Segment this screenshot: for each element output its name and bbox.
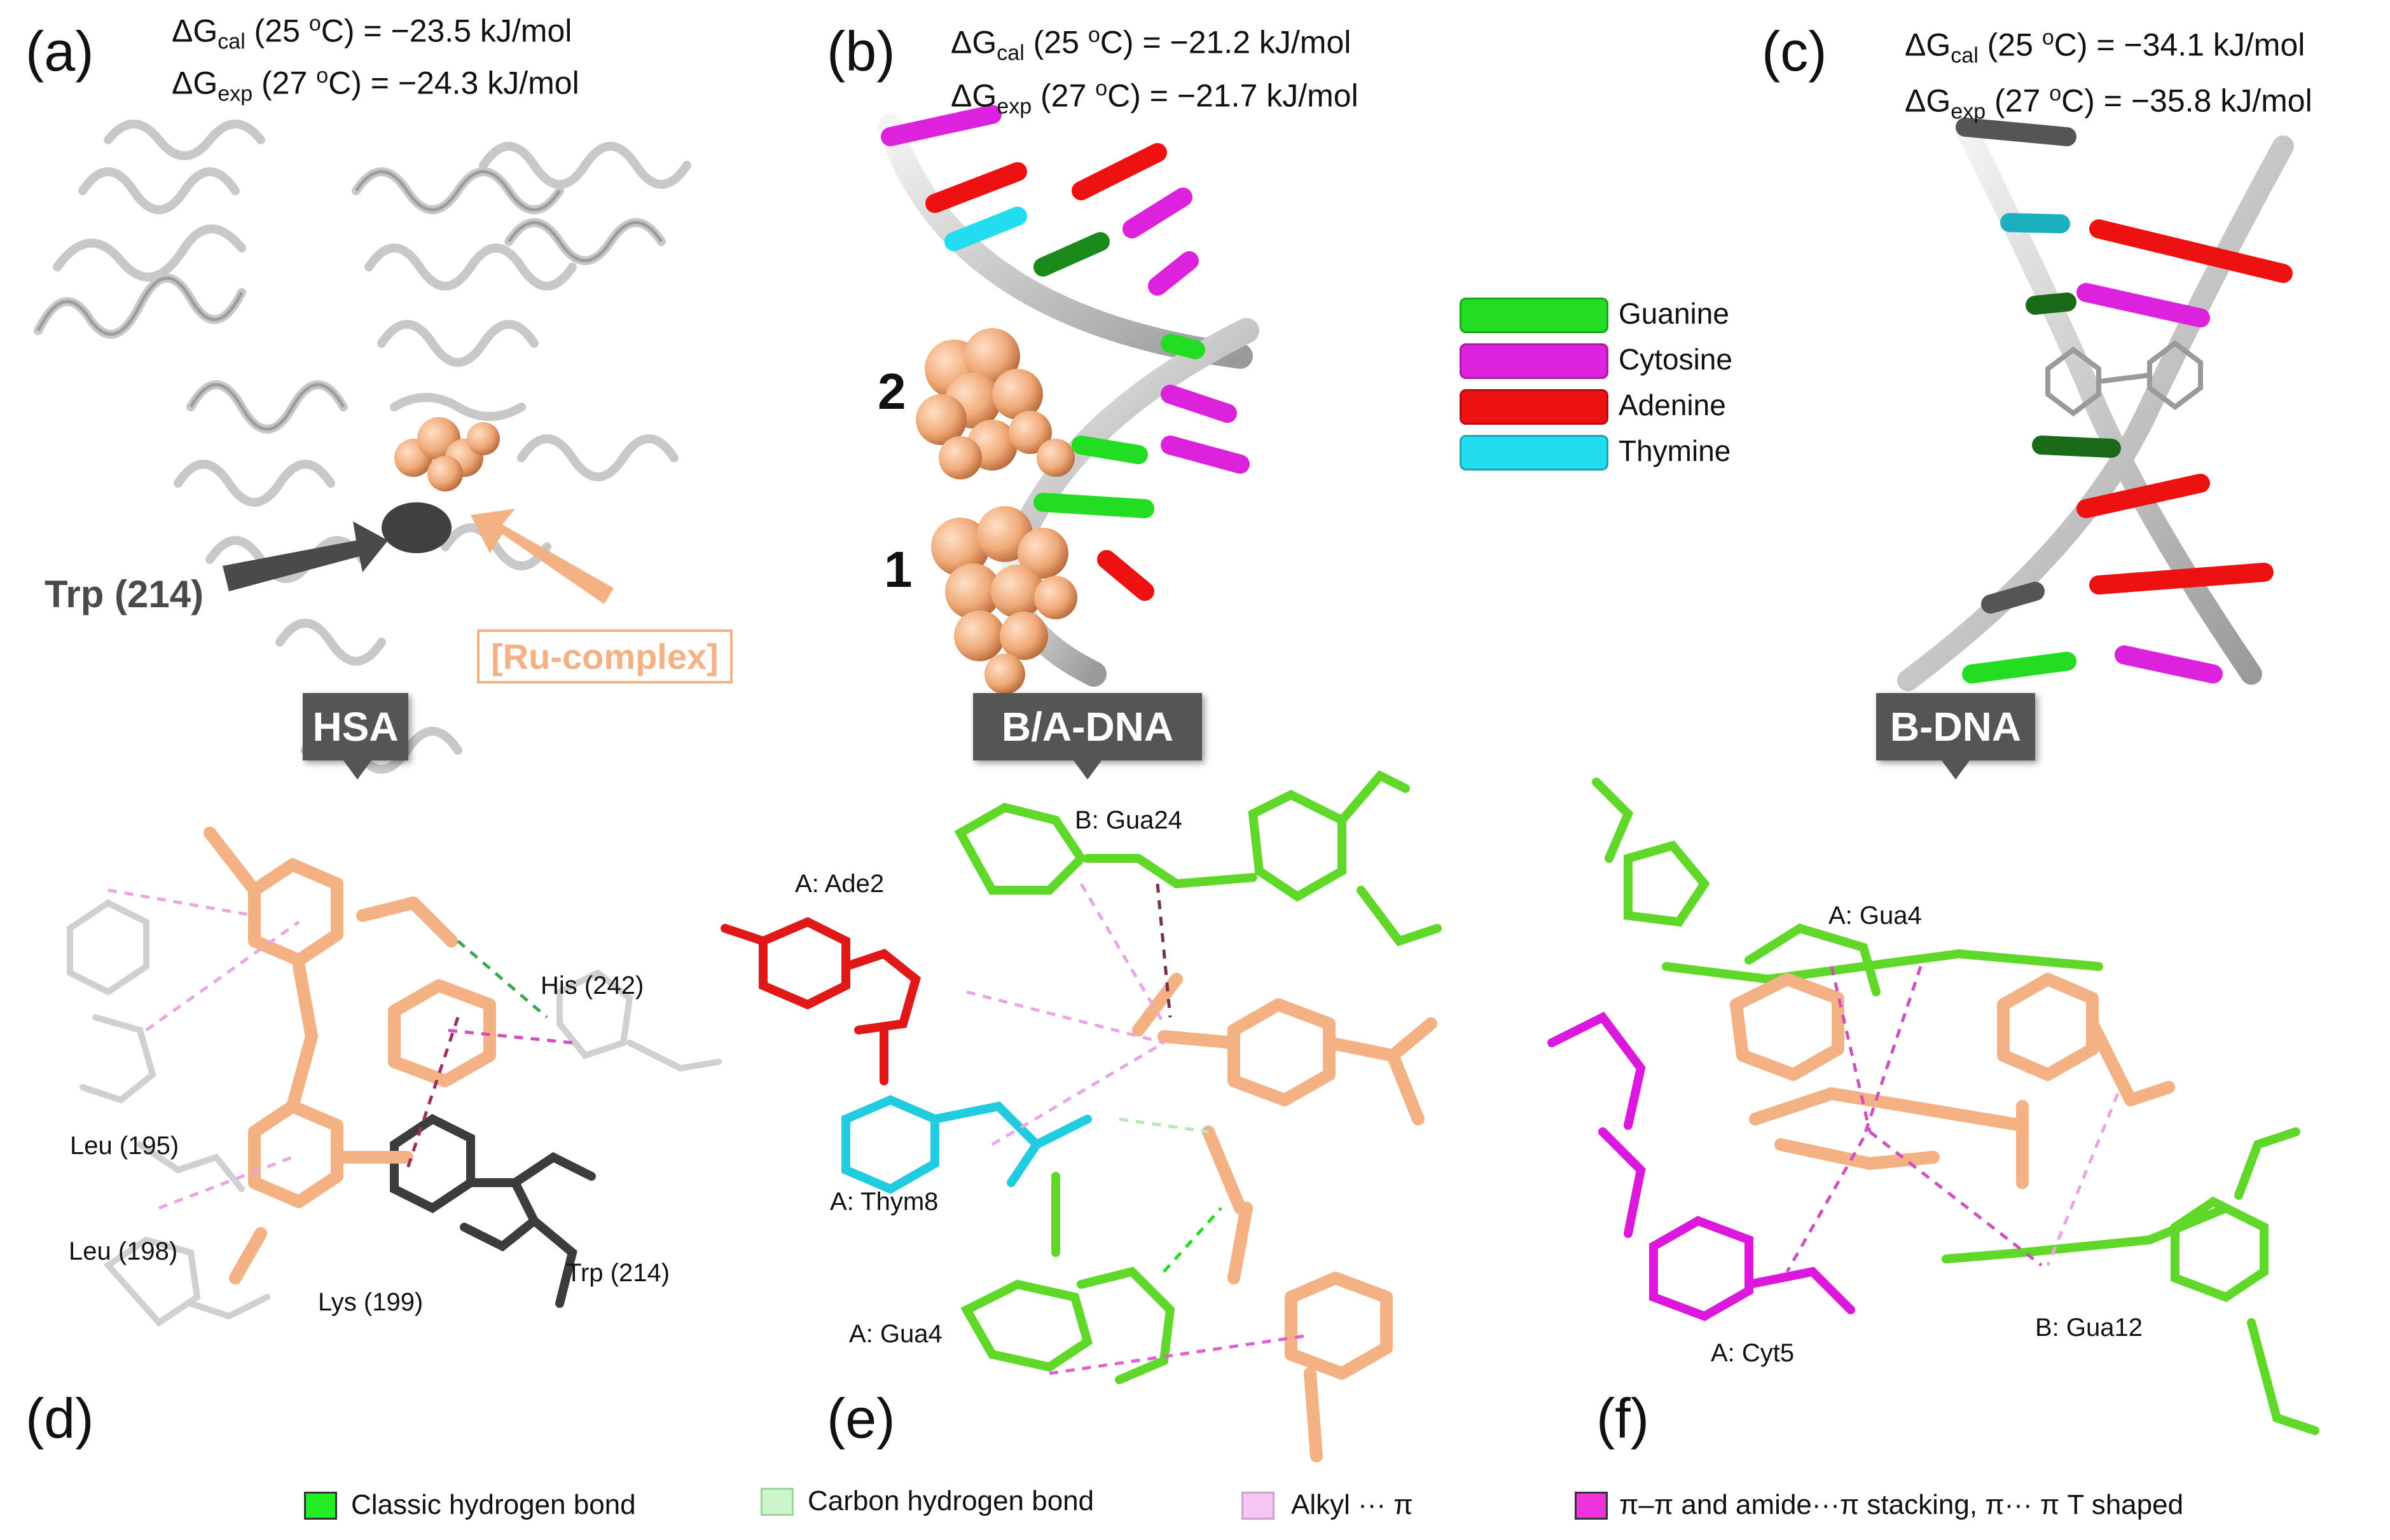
legend-thymine-label: Thymine — [1619, 434, 1731, 467]
e-ade2-label: A: Ade2 — [795, 870, 885, 898]
e-gua24-label: B: Gua24 — [1075, 806, 1183, 834]
legend-thymine-swatch — [1460, 435, 1608, 471]
hsa-helix-shading — [36, 170, 663, 431]
b-dna-backbone — [1897, 116, 2294, 691]
legend-cytosine-swatch — [1460, 343, 1608, 379]
f-cyt5-label: A: Cyt5 — [1711, 1339, 1795, 1367]
legend-guanine-swatch — [1460, 298, 1608, 333]
panel-e-letter: (e) — [827, 1387, 895, 1450]
ba-dna-site1-ligand — [931, 506, 1077, 694]
legend-classic-hbond-label: Classic hydrogen bond — [351, 1489, 636, 1520]
ba-dna-base-rungs — [881, 105, 1250, 601]
legend-pi-stacking-label: π–π and amide···π stacking, π··· π T sha… — [1619, 1489, 2184, 1520]
d-trp214-label: Trp (214) — [566, 1259, 670, 1287]
e-ligand-sticks — [1132, 973, 1437, 1462]
hsa-callout-pointer — [343, 760, 371, 780]
ba-dna-callout: B/A-DNA — [973, 693, 1202, 760]
binding-site-1-label: 1 — [884, 541, 913, 598]
ba-dna-callout-pointer — [1074, 760, 1102, 780]
d-ligand-sticks — [204, 827, 496, 1284]
panel-c-letter: (c) — [1762, 20, 1827, 83]
b-dna-intercalated-ligand — [2045, 340, 2203, 416]
f-ligand-sticks — [1730, 973, 2175, 1189]
legend-carbon-hbond-label: Carbon hydrogen bond — [808, 1485, 1095, 1516]
panel-a-dg-exp: ΔGexp (27 oC) = −24.3 kJ/mol — [172, 64, 579, 106]
ba-dna-site2-ligand — [916, 328, 1075, 479]
e-adenine-sticks — [721, 917, 922, 1085]
panel-b-dg-cal: ΔGcal (25 oC) = −21.2 kJ/mol — [951, 23, 1351, 65]
d-interaction-lines — [107, 888, 573, 1210]
ru-complex-arrow — [471, 509, 614, 604]
b-dna-base-rungs — [1956, 118, 2293, 684]
trp-214-label: Trp (214) — [45, 573, 204, 615]
f-guanine-sticks — [1592, 778, 2319, 1435]
d-protein-sticks — [67, 899, 722, 1327]
panel-b-dg-exp: ΔGexp (27 oC) = −21.7 kJ/mol — [951, 76, 1358, 119]
e-gua4-label: A: Gua4 — [849, 1320, 943, 1348]
panel-a-dg-cal: ΔGcal (25 oC) = −23.5 kJ/mol — [172, 11, 572, 54]
panel-c-dg-cal: ΔGcal (25 oC) = −34.1 kJ/mol — [1905, 25, 2305, 68]
e-thymine-sticks — [841, 1095, 1092, 1194]
legend-pi-stacking-swatch — [1575, 1492, 1608, 1520]
binding-site-2-label: 2 — [878, 363, 906, 420]
hsa-callout: HSA — [303, 693, 408, 760]
f-interaction-lines — [1785, 966, 2120, 1273]
legend-adenine-label: Adenine — [1619, 388, 1726, 422]
e-thym8-label: A: Thym8 — [830, 1188, 939, 1216]
d-trp-sticks — [390, 1113, 596, 1308]
panel-f-letter: (f) — [1596, 1387, 1650, 1450]
legend-classic-hbond-swatch — [304, 1492, 337, 1520]
panel-b-letter: (b) — [827, 20, 895, 83]
b-dna-callout: B-DNA — [1876, 693, 2035, 760]
f-cytosine-sticks — [1547, 1012, 1855, 1321]
d-lys199-label: Lys (199) — [318, 1288, 424, 1316]
trp-arrow — [223, 521, 388, 591]
d-leu198-label: Leu (198) — [69, 1237, 178, 1265]
f-gua12-label: B: Gua12 — [2035, 1314, 2143, 1342]
legend-carbon-hbond-swatch — [761, 1488, 794, 1516]
panel-d-letter: (d) — [25, 1387, 94, 1450]
legend-alkyl-pi-label: Alkyl ··· π — [1291, 1489, 1413, 1520]
d-leu195-label: Leu (195) — [70, 1132, 179, 1160]
legend-guanine-label: Guanine — [1619, 297, 1729, 330]
legend-alkyl-pi-swatch — [1241, 1492, 1274, 1520]
e-guanine-sticks — [954, 770, 1442, 1384]
trp214-residue — [382, 502, 452, 553]
legend-adenine-swatch — [1460, 389, 1608, 425]
legend-cytosine-label: Cytosine — [1619, 343, 1732, 376]
d-his242-label: His (242) — [541, 972, 644, 1000]
e-interaction-lines — [966, 883, 1311, 1375]
hsa-ligand-spheres — [394, 417, 500, 492]
panel-c-dg-exp: ΔGexp (27 oC) = −35.8 kJ/mol — [1905, 81, 2312, 124]
panel-a-letter: (a) — [25, 20, 94, 83]
f-gua4-label: A: Gua4 — [1828, 902, 1922, 930]
b-dna-callout-pointer — [1942, 760, 1970, 780]
ru-complex-label: [Ru-complex] — [477, 629, 733, 684]
